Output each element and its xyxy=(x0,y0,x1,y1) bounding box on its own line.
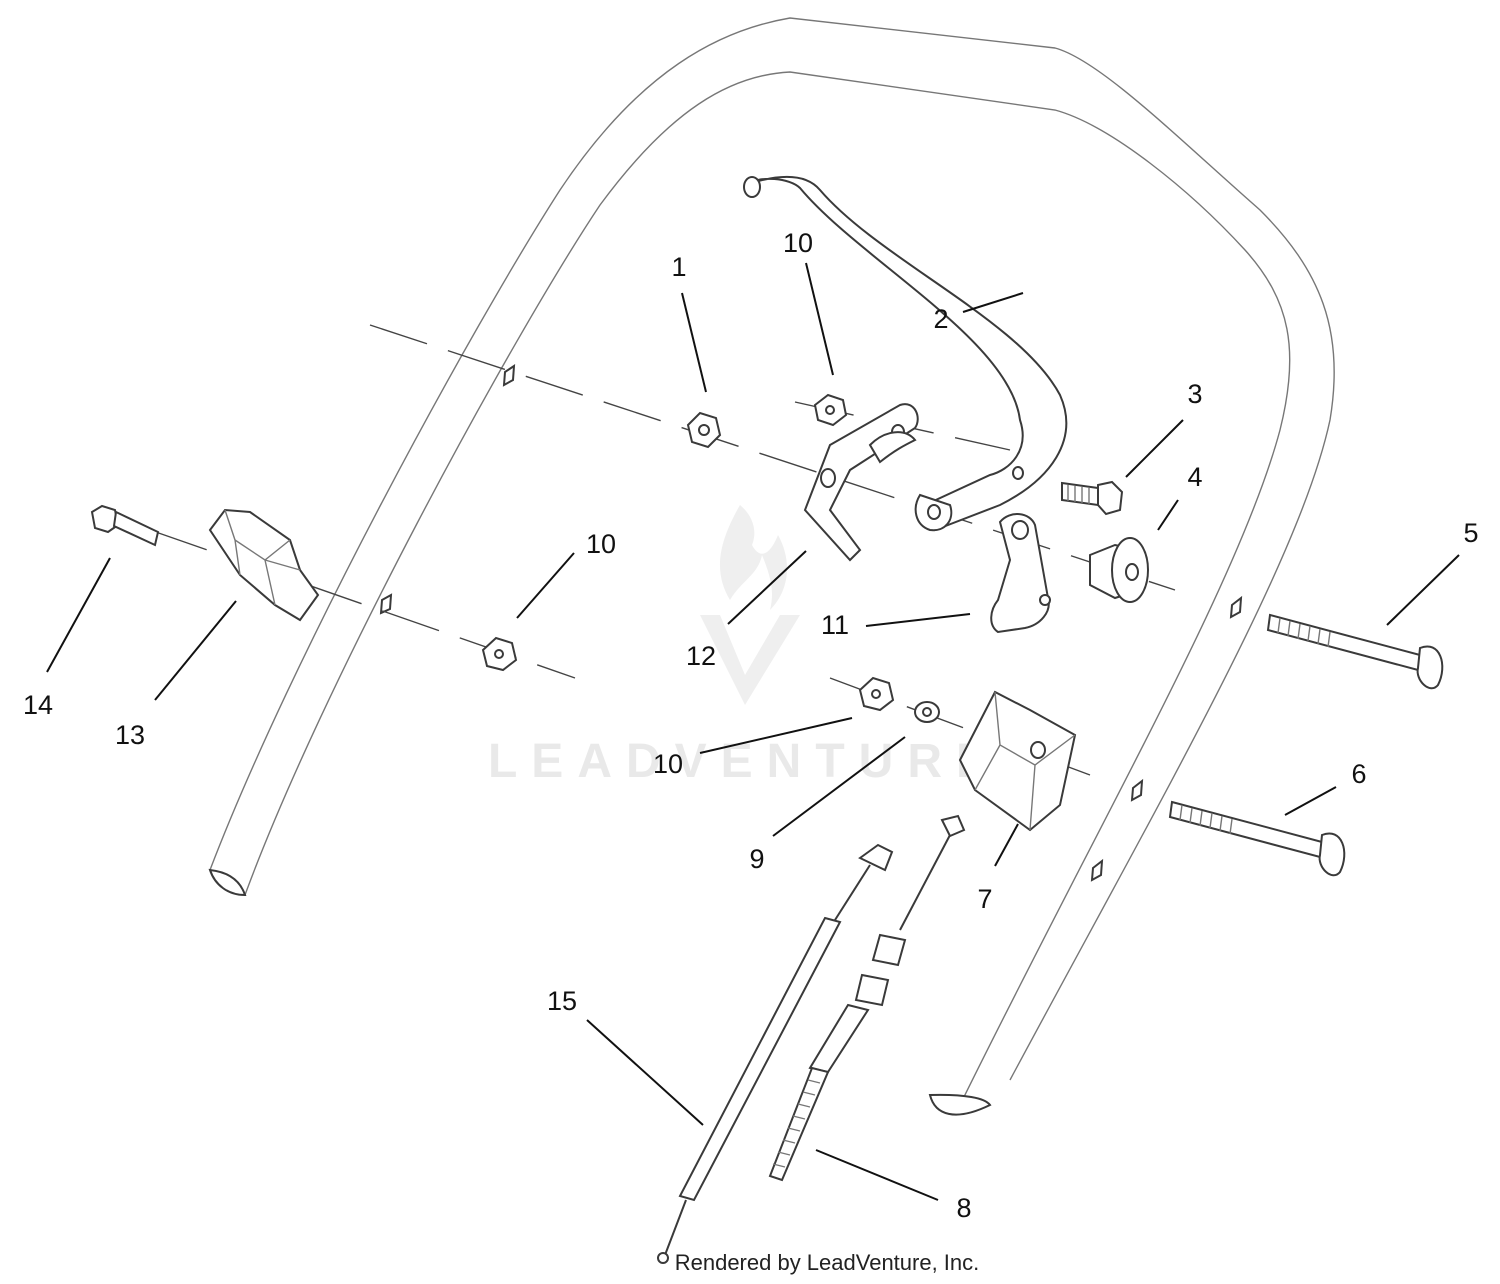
watermark-logo-icon xyxy=(700,505,800,705)
callout-labels: 1 2 3 4 5 6 7 8 9 10 10 10 11 12 13 14 1… xyxy=(23,228,1479,1223)
part-5-carriage-bolt xyxy=(1266,613,1444,690)
part-6-carriage-bolt xyxy=(1168,800,1346,877)
handle-frame xyxy=(208,17,1335,1116)
part-4-spacer xyxy=(1089,537,1149,603)
callout-6: 6 xyxy=(1351,759,1366,789)
part-7-cable-block xyxy=(958,690,1077,832)
watermark: LEADVENTURE xyxy=(488,505,988,788)
part-3-bolt xyxy=(1061,480,1124,516)
part-8-cable-spring xyxy=(768,814,966,1182)
callout-3: 3 xyxy=(1187,379,1202,409)
callout-15: 15 xyxy=(547,986,577,1016)
part-13-clamp-knob xyxy=(208,508,320,622)
left-tube-end xyxy=(208,868,247,897)
render-credit: Rendered by LeadVenture, Inc. xyxy=(675,1250,980,1275)
callout-9: 9 xyxy=(749,844,764,874)
callout-8: 8 xyxy=(956,1193,971,1223)
part-12-bracket xyxy=(803,403,919,562)
frame-hole-right-upper xyxy=(1229,595,1243,619)
callout-1: 1 xyxy=(671,252,686,282)
callout-14: 14 xyxy=(23,690,53,720)
part-15-cable xyxy=(657,843,894,1264)
part-9-washer xyxy=(914,701,940,723)
part-11-lever-cam xyxy=(990,513,1051,634)
part-10-nut-lower xyxy=(858,676,895,712)
callout-10-upper: 10 xyxy=(783,228,813,258)
callout-12: 12 xyxy=(686,641,716,671)
part-10-nut-upper xyxy=(813,393,848,427)
right-tube-end xyxy=(928,1093,992,1116)
callout-5: 5 xyxy=(1463,518,1478,548)
frame-hole-right-lower xyxy=(1130,778,1144,802)
part-10-nut-left xyxy=(481,636,518,672)
callout-2: 2 xyxy=(933,304,948,334)
part-1-locknut xyxy=(686,411,722,449)
callout-4: 4 xyxy=(1187,462,1202,492)
frame-hole-right-bottom xyxy=(1090,858,1104,882)
callout-13: 13 xyxy=(115,720,145,750)
callout-10-lower: 10 xyxy=(653,749,683,779)
part-2-bail-lever xyxy=(743,175,1068,532)
frame-hole-lower-left xyxy=(379,593,393,615)
part-14-bolt xyxy=(90,504,160,547)
callout-10-left: 10 xyxy=(586,529,616,559)
callout-11: 11 xyxy=(821,610,849,640)
callout-7: 7 xyxy=(977,884,992,914)
leader-lines xyxy=(46,262,1460,1201)
frame-hole-upper-left xyxy=(502,364,516,387)
